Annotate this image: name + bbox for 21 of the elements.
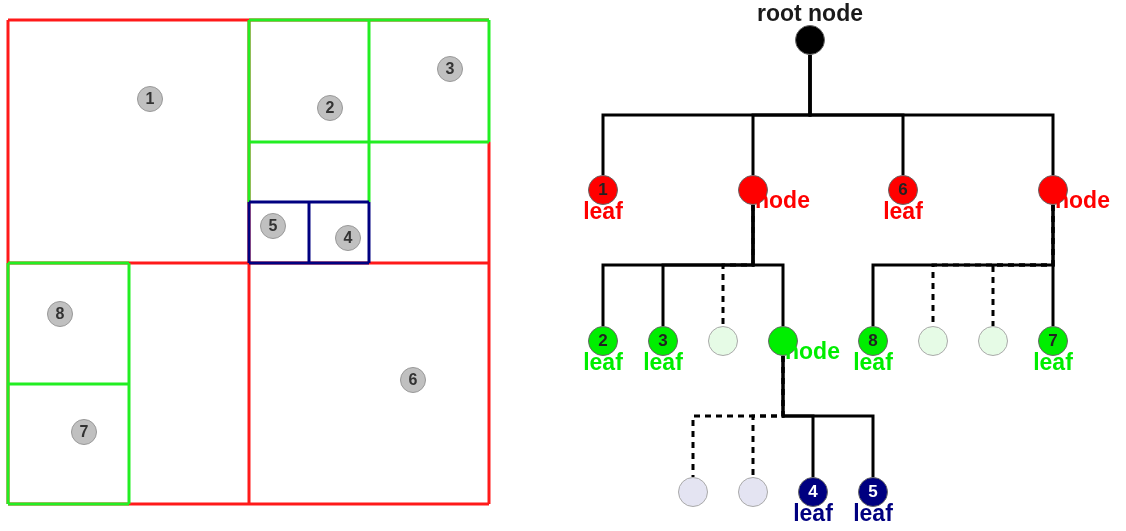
point-marker: 3 [437,56,463,82]
point-marker: 4 [335,225,361,251]
tree-edge [1051,205,1055,326]
tree-edge [808,55,1055,175]
point-marker: 1 [137,86,163,112]
tree-node-circle: 5 [858,477,888,507]
tree-edge [781,356,875,477]
point-marker: 2 [317,95,343,121]
tree-node-circle: 3 [648,326,678,356]
point-marker: 7 [71,419,97,445]
point-marker: 8 [47,301,73,327]
tree-node-circle: 4 [798,477,828,507]
tree-node-circle: 7 [1038,326,1068,356]
node-caption: root node [757,1,863,25]
tree-node-circle: 1 [588,175,618,205]
point-marker: 6 [400,367,426,393]
tree-node-circle: 8 [858,326,888,356]
point-marker: 5 [260,213,286,239]
tree-node-circle: 6 [888,175,918,205]
tree-edge [751,205,785,326]
tree-node-circle: 2 [588,326,618,356]
